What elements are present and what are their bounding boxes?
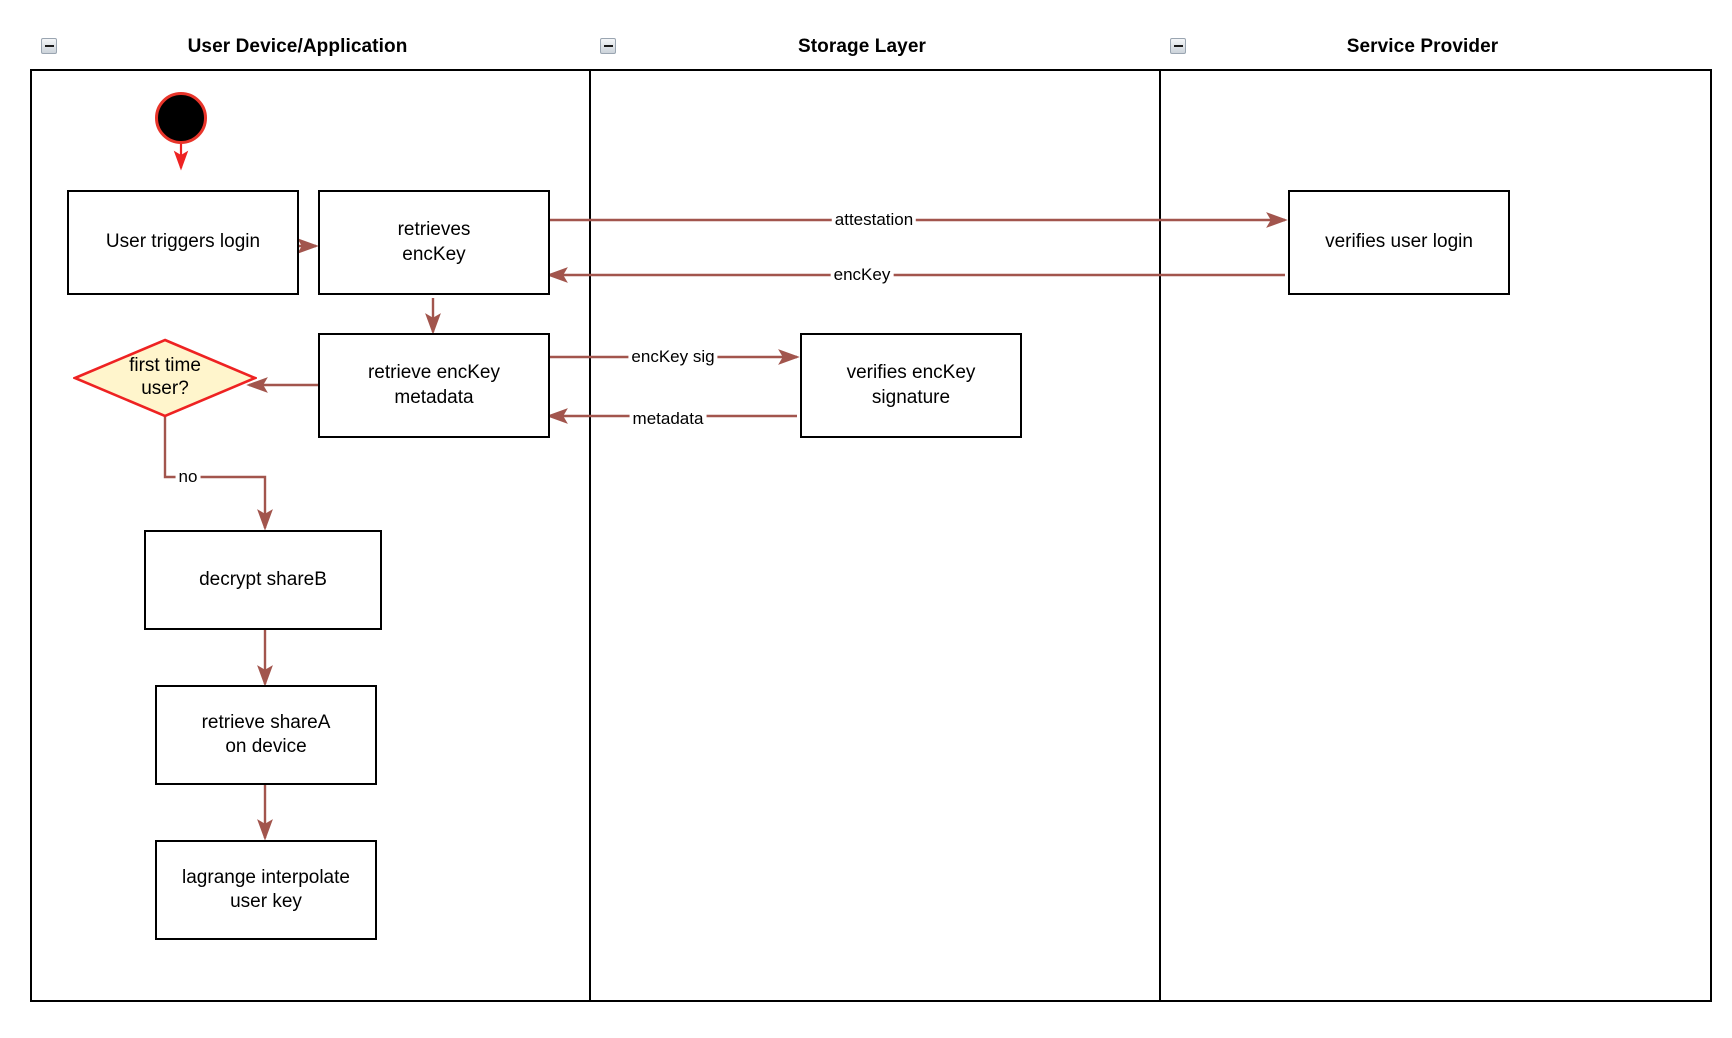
lane-title-user-device: User Device/Application — [187, 36, 408, 57]
lane-divider-1 — [589, 25, 591, 1002]
edge-label-enckey-sig: encKey sig — [628, 347, 718, 367]
diagram-frame — [30, 25, 1712, 1002]
collapse-minus-icon[interactable] — [600, 38, 616, 54]
node-label: retrieve shareA on device — [201, 711, 331, 757]
lane-divider-2 — [1159, 25, 1161, 1002]
node-label: verifies encKey signature — [846, 362, 976, 408]
edge-label-enckey: encKey — [830, 265, 894, 285]
collapse-minus-icon[interactable] — [1170, 38, 1186, 54]
node-label: decrypt shareB — [199, 568, 327, 590]
edge-label-no: no — [175, 467, 201, 487]
node-label: retrieves encKey — [397, 219, 471, 265]
edge-label-attestation: attestation — [831, 210, 917, 230]
lane-header-user-device[interactable]: User Device/Application — [30, 25, 591, 71]
node-first-time-user-decision[interactable]: first time user? — [73, 338, 257, 418]
node-retrieve-sharea-on-device[interactable]: retrieve shareA on device — [155, 685, 377, 785]
lane-title-storage-layer: Storage Layer — [797, 36, 927, 57]
lane-header-storage-layer[interactable]: Storage Layer — [589, 25, 1161, 71]
node-label: retrieve encKey metadata — [367, 362, 500, 408]
node-verifies-user-login[interactable]: verifies user login — [1288, 190, 1510, 295]
node-label: first time user? — [129, 355, 201, 399]
node-label: verifies user login — [1325, 231, 1473, 253]
node-verifies-enckey-signature[interactable]: verifies encKey signature — [800, 333, 1022, 438]
node-label: User triggers login — [105, 231, 261, 253]
collapse-minus-icon[interactable] — [41, 38, 57, 54]
node-retrieve-enckey-metadata[interactable]: retrieve encKey metadata — [318, 333, 550, 438]
start-node[interactable] — [155, 92, 207, 144]
diamond-shape — [73, 338, 257, 418]
node-user-triggers-login[interactable]: User triggers login — [67, 190, 299, 295]
node-lagrange-interpolate-user-key[interactable]: lagrange interpolate user key — [155, 840, 377, 940]
node-retrieves-enckey[interactable]: retrieves encKey — [318, 190, 550, 295]
node-decrypt-shareb[interactable]: decrypt shareB — [144, 530, 382, 630]
node-label: lagrange interpolate user key — [182, 866, 350, 912]
lane-header-service-provider[interactable]: Service Provider — [1159, 25, 1712, 71]
lane-title-service-provider: Service Provider — [1346, 36, 1499, 57]
edge-label-metadata: metadata — [629, 409, 707, 429]
